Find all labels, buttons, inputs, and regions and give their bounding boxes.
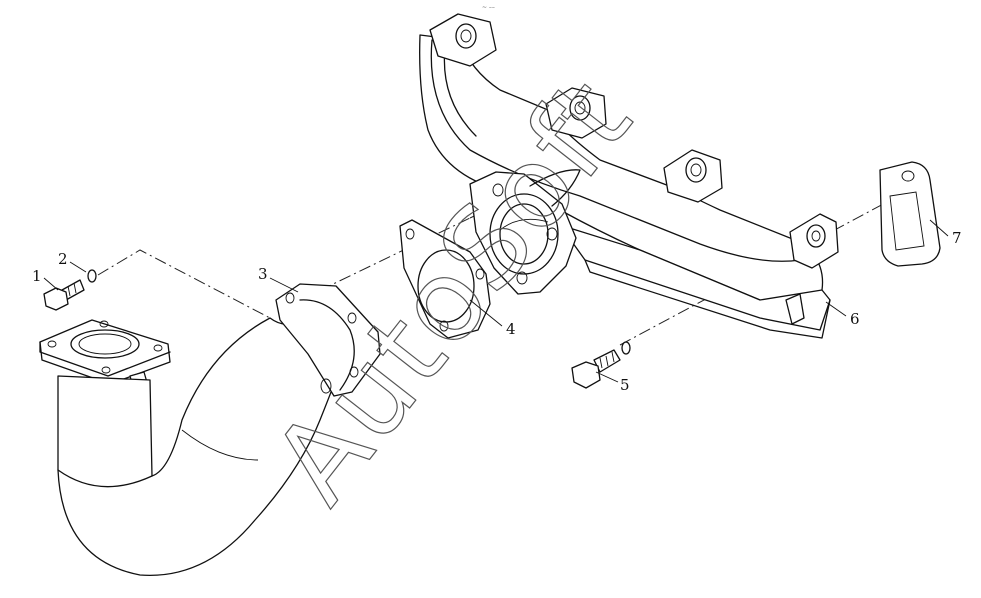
callout-labels: 1 2 3 4 5 6 7 — [32, 229, 962, 394]
callout-3: 3 — [258, 265, 268, 283]
elbow-bolt-1 — [43, 279, 85, 311]
washer-2 — [87, 269, 97, 283]
exhaust-elbow-pipe — [39, 283, 381, 577]
flange-bolt-5 — [571, 341, 631, 389]
callout-4: 4 — [506, 320, 516, 338]
exhaust-manifold — [419, 13, 839, 339]
callout-leaders — [43, 219, 949, 383]
callout-1: 1 — [32, 267, 42, 285]
figure-mark: ~ –– — [482, 4, 495, 11]
outlet-flange-gasket — [399, 219, 491, 339]
callout-7: 7 — [952, 229, 962, 247]
manifold-end-gasket — [879, 161, 941, 267]
callout-5: 5 — [620, 376, 630, 394]
callout-2: 2 — [58, 250, 68, 268]
callout-6: 6 — [850, 310, 860, 328]
